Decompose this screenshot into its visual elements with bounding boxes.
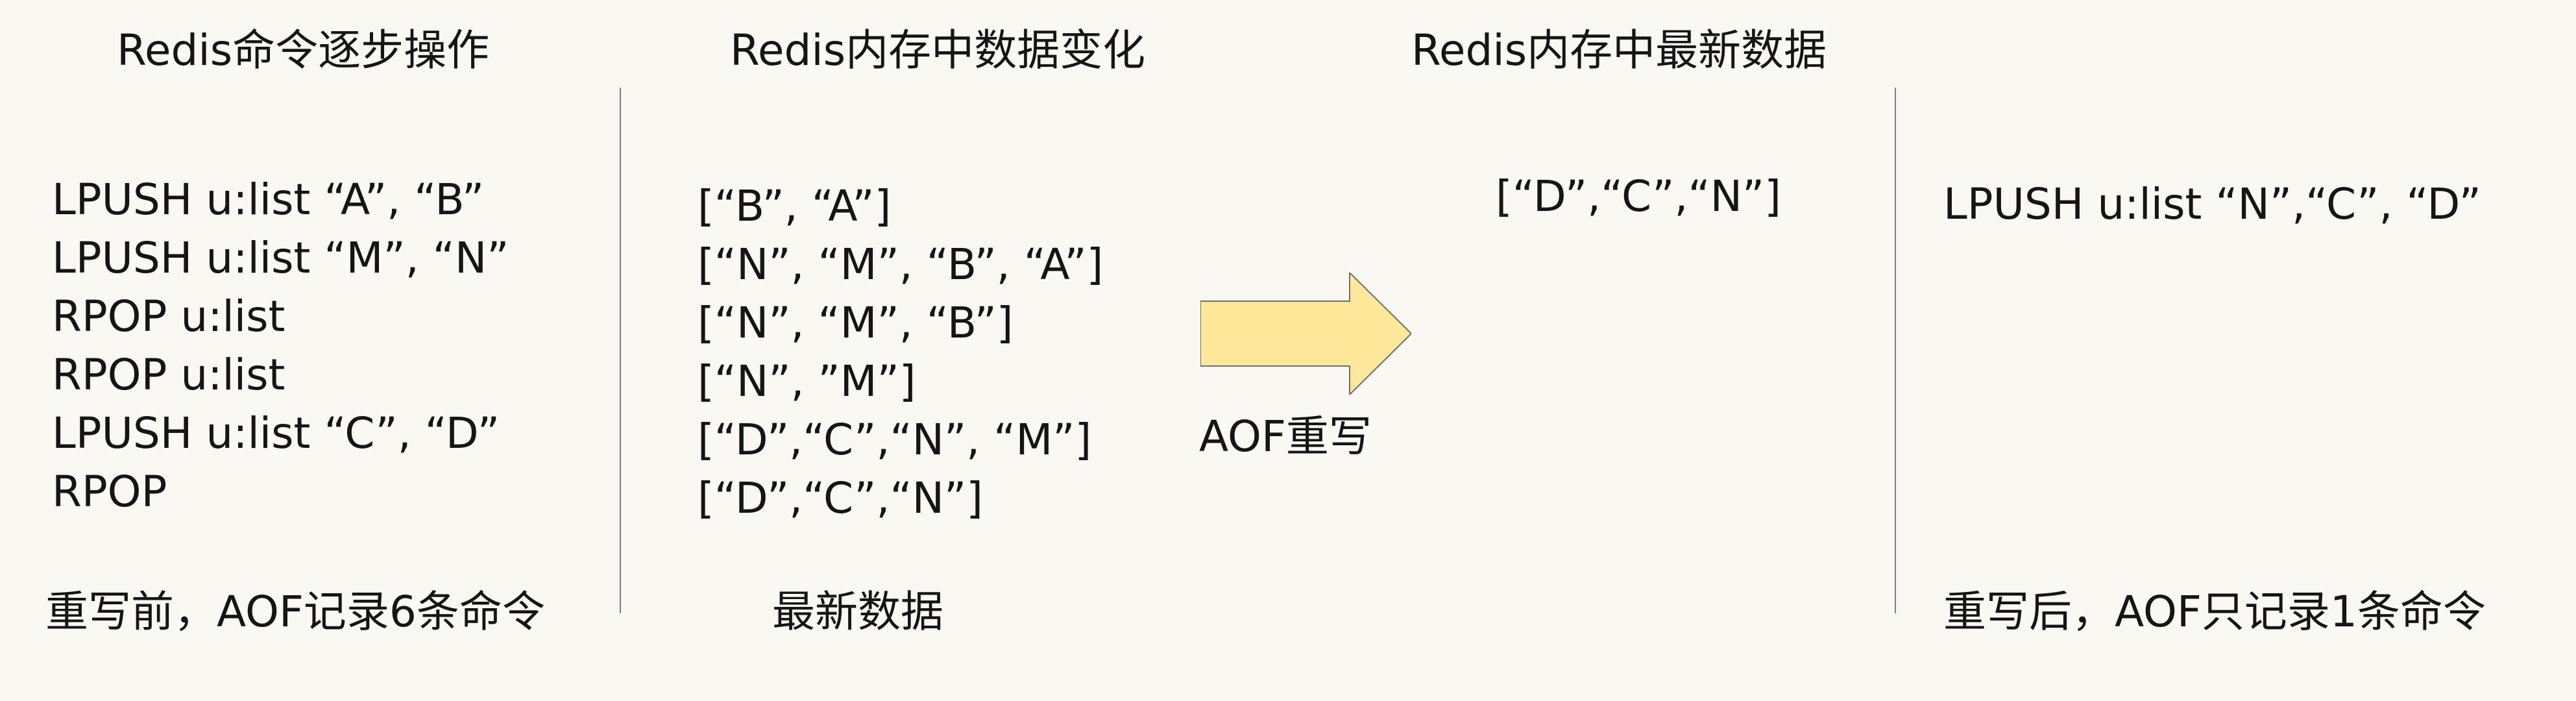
command-line-4: RPOP u:list [52, 350, 286, 400]
command-line-3: RPOP u:list [52, 291, 286, 341]
memory-state-3: [“N”, “M”, “B”] [698, 298, 1014, 348]
memory-state-6: [“D”,“C”,“N”] [698, 473, 983, 523]
memory-latest-note: 最新数据 [772, 587, 943, 637]
latest-data-value: [“D”,“C”,“N”] [1496, 171, 1781, 221]
command-line-5: LPUSH u:list “C”, “D” [52, 408, 500, 458]
commands-heading: Redis命令逐步操作 [117, 25, 490, 75]
arrow-label: AOF重写 [1199, 412, 1372, 461]
memory-state-5: [“D”,“C”,“N”, “M”] [698, 415, 1092, 465]
memory-state-2: [“N”, “M”, “B”, “A”] [698, 240, 1104, 289]
command-line-6: RPOP [52, 467, 167, 517]
after-rewrite-note: 重写后，AOF只记录1条命令 [1943, 587, 2486, 637]
command-line-1: LPUSH u:list “A”, “B” [52, 175, 485, 225]
arrow-shape [1200, 273, 1411, 395]
latest-heading: Redis内存中最新数据 [1411, 25, 1827, 75]
before-rewrite-note: 重写前，AOF记录6条命令 [45, 587, 545, 637]
left-divider [620, 88, 621, 613]
memory-state-4: [“N”, ”M”] [698, 356, 916, 406]
memory-heading: Redis内存中数据变化 [730, 25, 1146, 75]
right-divider [1895, 88, 1896, 613]
rewritten-command: LPUSH u:list “N”,“C”, “D” [1943, 179, 2481, 229]
memory-state-1: [“B”, “A”] [698, 181, 892, 231]
arrow-right-icon [1200, 273, 1411, 395]
command-line-2: LPUSH u:list “M”, “N” [52, 233, 509, 283]
